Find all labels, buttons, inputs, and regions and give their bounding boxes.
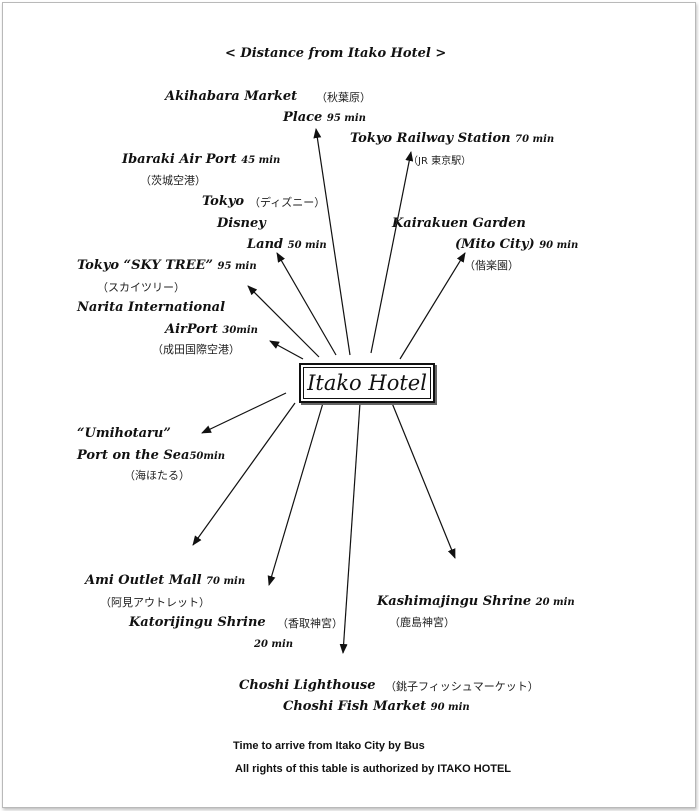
arrow-choshi bbox=[339, 402, 361, 654]
narita-time: 30min bbox=[222, 325, 258, 336]
arrow-disney bbox=[276, 252, 337, 356]
disney-time: 50 min bbox=[287, 240, 327, 251]
akihabara-time: 95 min bbox=[326, 113, 366, 124]
tokyo-station-label: Tokyo Railway Station 70 min bbox=[350, 131, 555, 146]
kairakuen-jp: （偕楽園） bbox=[464, 259, 519, 272]
disney-label-3: Land 50 min bbox=[247, 237, 327, 252]
umihotaru-label-1: “Umihotaru” bbox=[77, 426, 171, 441]
kairakuen-time: 90 min bbox=[539, 240, 579, 251]
disney-jp: （ディズニー） bbox=[249, 196, 326, 209]
skytree-jp: （スカイツリー） bbox=[97, 281, 185, 294]
narita-jp: （成田国際空港） bbox=[152, 343, 240, 356]
katori-label: Katorijingu Shrine bbox=[129, 615, 266, 630]
umihotaru-time: 50min bbox=[189, 451, 226, 462]
katori-jp: （香取神宮） bbox=[277, 617, 343, 630]
choshi-label-1: Choshi Lighthouse bbox=[239, 678, 376, 693]
ami-time: 70 min bbox=[206, 576, 246, 587]
choshi-jp: （銚子フィッシュマーケット） bbox=[385, 680, 539, 693]
arrow-kashima bbox=[391, 402, 456, 559]
choshi-time: 90 min bbox=[430, 702, 470, 713]
akihabara-jp: （秋葉原） bbox=[316, 91, 371, 104]
diagram-title: < Distance from Itako Hotel > bbox=[225, 46, 447, 61]
disney-label-1: Tokyo bbox=[202, 194, 245, 209]
kashima-jp: （鹿島神宮） bbox=[389, 616, 455, 629]
skytree-label: Tokyo “SKY TREE” 95 min bbox=[77, 258, 257, 273]
akihabara-label-2: Place 95 min bbox=[283, 110, 366, 125]
footer-line-1: Time to arrive from Itako City by Bus bbox=[233, 740, 425, 752]
arrow-tokyo-station bbox=[370, 151, 414, 354]
ibaraki-airport-label: Ibaraki Air Port 45 min bbox=[122, 152, 281, 167]
umihotaru-label-2: Port on the Sea50min bbox=[77, 448, 226, 463]
arrow-umihotaru bbox=[201, 392, 287, 434]
arrow-ami bbox=[192, 402, 296, 546]
tokyo-station-jp: （JR 東京駅） bbox=[408, 156, 472, 167]
hub-label: Itako Hotel bbox=[307, 371, 427, 395]
narita-label-1: Narita International bbox=[77, 300, 226, 315]
arrow-skytree bbox=[247, 285, 320, 358]
ibaraki-airport-time: 45 min bbox=[241, 155, 281, 166]
ami-jp: （阿見アウトレット） bbox=[100, 596, 210, 609]
umihotaru-jp: （海ほたる） bbox=[124, 469, 190, 482]
hub-box: Itako Hotel bbox=[299, 363, 435, 403]
disney-label-2: Disney bbox=[217, 216, 266, 231]
arrow-akihabara bbox=[313, 128, 351, 356]
ami-label: Ami Outlet Mall 70 min bbox=[85, 573, 246, 588]
choshi-label-2: Choshi Fish Market 90 min bbox=[283, 699, 470, 714]
arrow-narita bbox=[269, 340, 304, 360]
kairakuen-label-2: (Mito City) 90 min bbox=[455, 237, 579, 252]
katori-time: 20 min bbox=[254, 639, 294, 650]
narita-label-2: AirPort 30min bbox=[165, 322, 258, 337]
kashima-label: Kashimajingu Shrine 20 min bbox=[377, 594, 575, 609]
arrows-layer bbox=[192, 128, 466, 654]
kairakuen-label-1: Kairakuen Garden bbox=[392, 216, 526, 231]
arrow-katori bbox=[267, 402, 324, 586]
arrow-kairakuen bbox=[399, 252, 466, 360]
akihabara-label: Akihabara Market bbox=[165, 89, 298, 104]
kashima-time: 20 min bbox=[535, 597, 575, 608]
ibaraki-airport-jp: （茨城空港） bbox=[140, 174, 206, 187]
skytree-time: 95 min bbox=[217, 261, 257, 272]
tokyo-station-time: 70 min bbox=[515, 134, 555, 145]
footer-line-2: All rights of this table is authorized b… bbox=[235, 763, 512, 775]
